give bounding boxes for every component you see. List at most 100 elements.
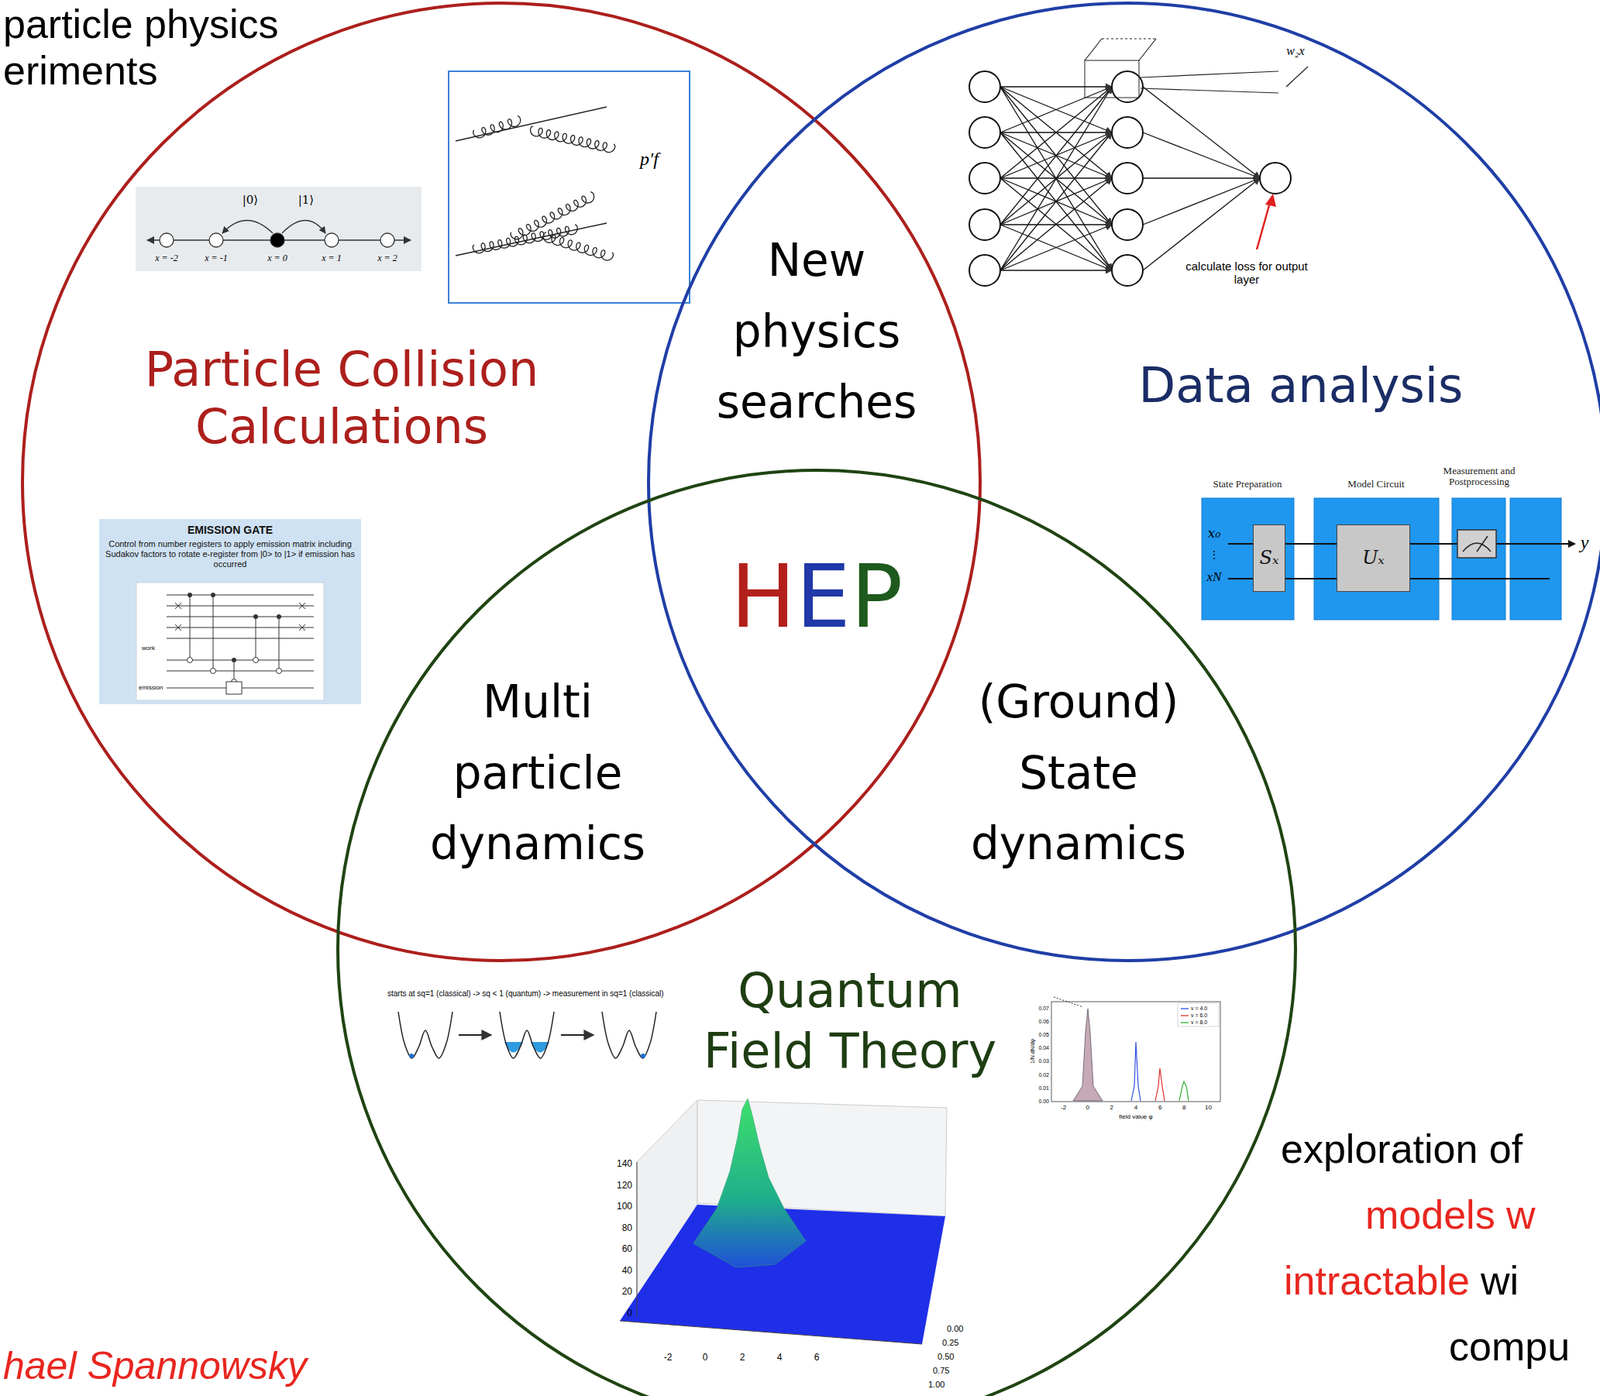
text-holder: 2 — [739, 1352, 746, 1363]
qubit-wire — [166, 616, 314, 618]
histogram-peak — [1155, 1068, 1165, 1102]
text-holder: intractable — [1283, 1256, 1470, 1305]
flow-arrow — [560, 1034, 594, 1036]
annotation: starts at sq=1 (classical) -> sq < 1 (qu… — [387, 989, 665, 999]
target-dot — [210, 668, 217, 675]
nn-weight — [1000, 86, 1112, 271]
qubit-wire — [166, 605, 314, 607]
text-holder: hael Spannowsky — [3, 1344, 307, 1390]
nn-neuron — [1111, 162, 1143, 194]
site-label: x = 0 — [267, 252, 287, 264]
z-axis — [636, 1162, 638, 1318]
swap-mark — [299, 602, 306, 610]
cut-off-note: compu — [1448, 1322, 1570, 1371]
tick-label: 8 — [1182, 1104, 1186, 1112]
text-holder: 40 — [622, 1264, 633, 1276]
pointer-line — [1053, 997, 1084, 1008]
tick-label: 2 — [1110, 1104, 1114, 1112]
state-label: |1⟩ — [298, 192, 314, 207]
control-line — [278, 616, 280, 671]
tick-label: 0.25 — [942, 1338, 959, 1349]
legend-line — [1180, 1008, 1189, 1009]
loss-arrowhead — [1265, 193, 1277, 207]
nn-weight — [1142, 132, 1260, 179]
control-dot — [187, 592, 193, 598]
text-holder: 2 — [1110, 1104, 1114, 1112]
region-title: Particle Collision Calculations — [124, 340, 559, 457]
nn-weight — [1000, 86, 1112, 271]
legend-line — [1180, 1021, 1189, 1023]
control-line — [233, 660, 235, 682]
field-state — [640, 1053, 646, 1059]
register-label: emission — [138, 684, 164, 692]
swap-mark — [175, 602, 182, 610]
text-holder: 0.06 — [1038, 1018, 1050, 1026]
cut-off-note: models w — [1365, 1190, 1536, 1239]
control-dot — [253, 614, 259, 620]
meter-arc — [1462, 543, 1491, 552]
feature-edge — [1084, 38, 1102, 61]
text-holder: y — [1580, 531, 1590, 554]
target-dot — [253, 657, 259, 664]
circuit-stage — [1314, 498, 1439, 620]
circuit-wire — [1438, 543, 1453, 545]
center-label: HEP — [730, 553, 904, 640]
axis-title: field value φ — [1118, 1113, 1153, 1122]
text-holder: 0.00 — [1038, 1098, 1050, 1105]
text-holder: -2 — [664, 1352, 673, 1363]
tick-label: 6 — [814, 1352, 820, 1363]
tick-label: 120 — [616, 1179, 633, 1191]
text-holder: 0.05 — [1038, 1032, 1050, 1039]
emission-gate-box — [226, 681, 242, 695]
nn-weight — [1000, 178, 1112, 271]
nn-weight — [1000, 86, 1112, 179]
cut-off-note: intractable — [1283, 1256, 1470, 1305]
feature-line — [1140, 71, 1279, 78]
text-holder: 140 — [616, 1158, 633, 1170]
site-label: x = 1 — [321, 252, 341, 264]
control-dot — [276, 614, 282, 620]
legend-text: v = 6.0 — [1190, 1012, 1208, 1019]
field-state — [409, 1053, 414, 1059]
tick-label: 0.00 — [946, 1324, 964, 1335]
histogram-peak — [1179, 1081, 1189, 1102]
text-holder: v = 6.0 — [1190, 1012, 1208, 1019]
legend-frame — [1177, 1003, 1219, 1027]
swap-mark — [175, 624, 182, 631]
feynman-panel — [448, 71, 690, 303]
quark-line — [455, 106, 607, 142]
circuit-panel — [136, 582, 324, 701]
nn-weight — [1000, 86, 1112, 133]
text-holder: -2 — [1060, 1104, 1067, 1112]
nn-weight — [1000, 224, 1112, 271]
text-holder: models w — [1365, 1190, 1536, 1239]
circle-outline — [337, 470, 1296, 1396]
qubit-wire — [166, 638, 314, 640]
lattice-site — [159, 233, 174, 248]
nn-neuron — [969, 254, 1001, 286]
meter-box — [1457, 529, 1497, 558]
overlap-label: Multi particle dynamics — [413, 667, 662, 881]
tick-label: -2 — [664, 1352, 673, 1363]
nn-weight — [1000, 224, 1112, 271]
double-well — [602, 1011, 657, 1059]
feature-edge — [1138, 38, 1157, 61]
text-holder: ⋮ — [1208, 548, 1220, 562]
nn-weight — [1000, 132, 1112, 271]
text-holder: xN — [1207, 569, 1222, 585]
text-holder: |1⟩ — [298, 192, 314, 207]
text-holder: 0.07 — [1038, 1004, 1050, 1012]
text-holder: w₂x — [1286, 43, 1305, 59]
text-holder: field value φ — [1118, 1113, 1153, 1122]
text-holder: 0.01 — [1038, 1085, 1050, 1092]
nn-weight — [1000, 86, 1112, 133]
tick-label: -2 — [1060, 1104, 1067, 1112]
nn-weight — [1000, 86, 1112, 87]
tick-label: 1.00 — [928, 1379, 945, 1391]
histogram-peak — [1073, 1008, 1103, 1102]
swap-mark — [299, 624, 306, 631]
nn-neuron — [969, 209, 1001, 241]
nn-weight — [1000, 132, 1112, 271]
